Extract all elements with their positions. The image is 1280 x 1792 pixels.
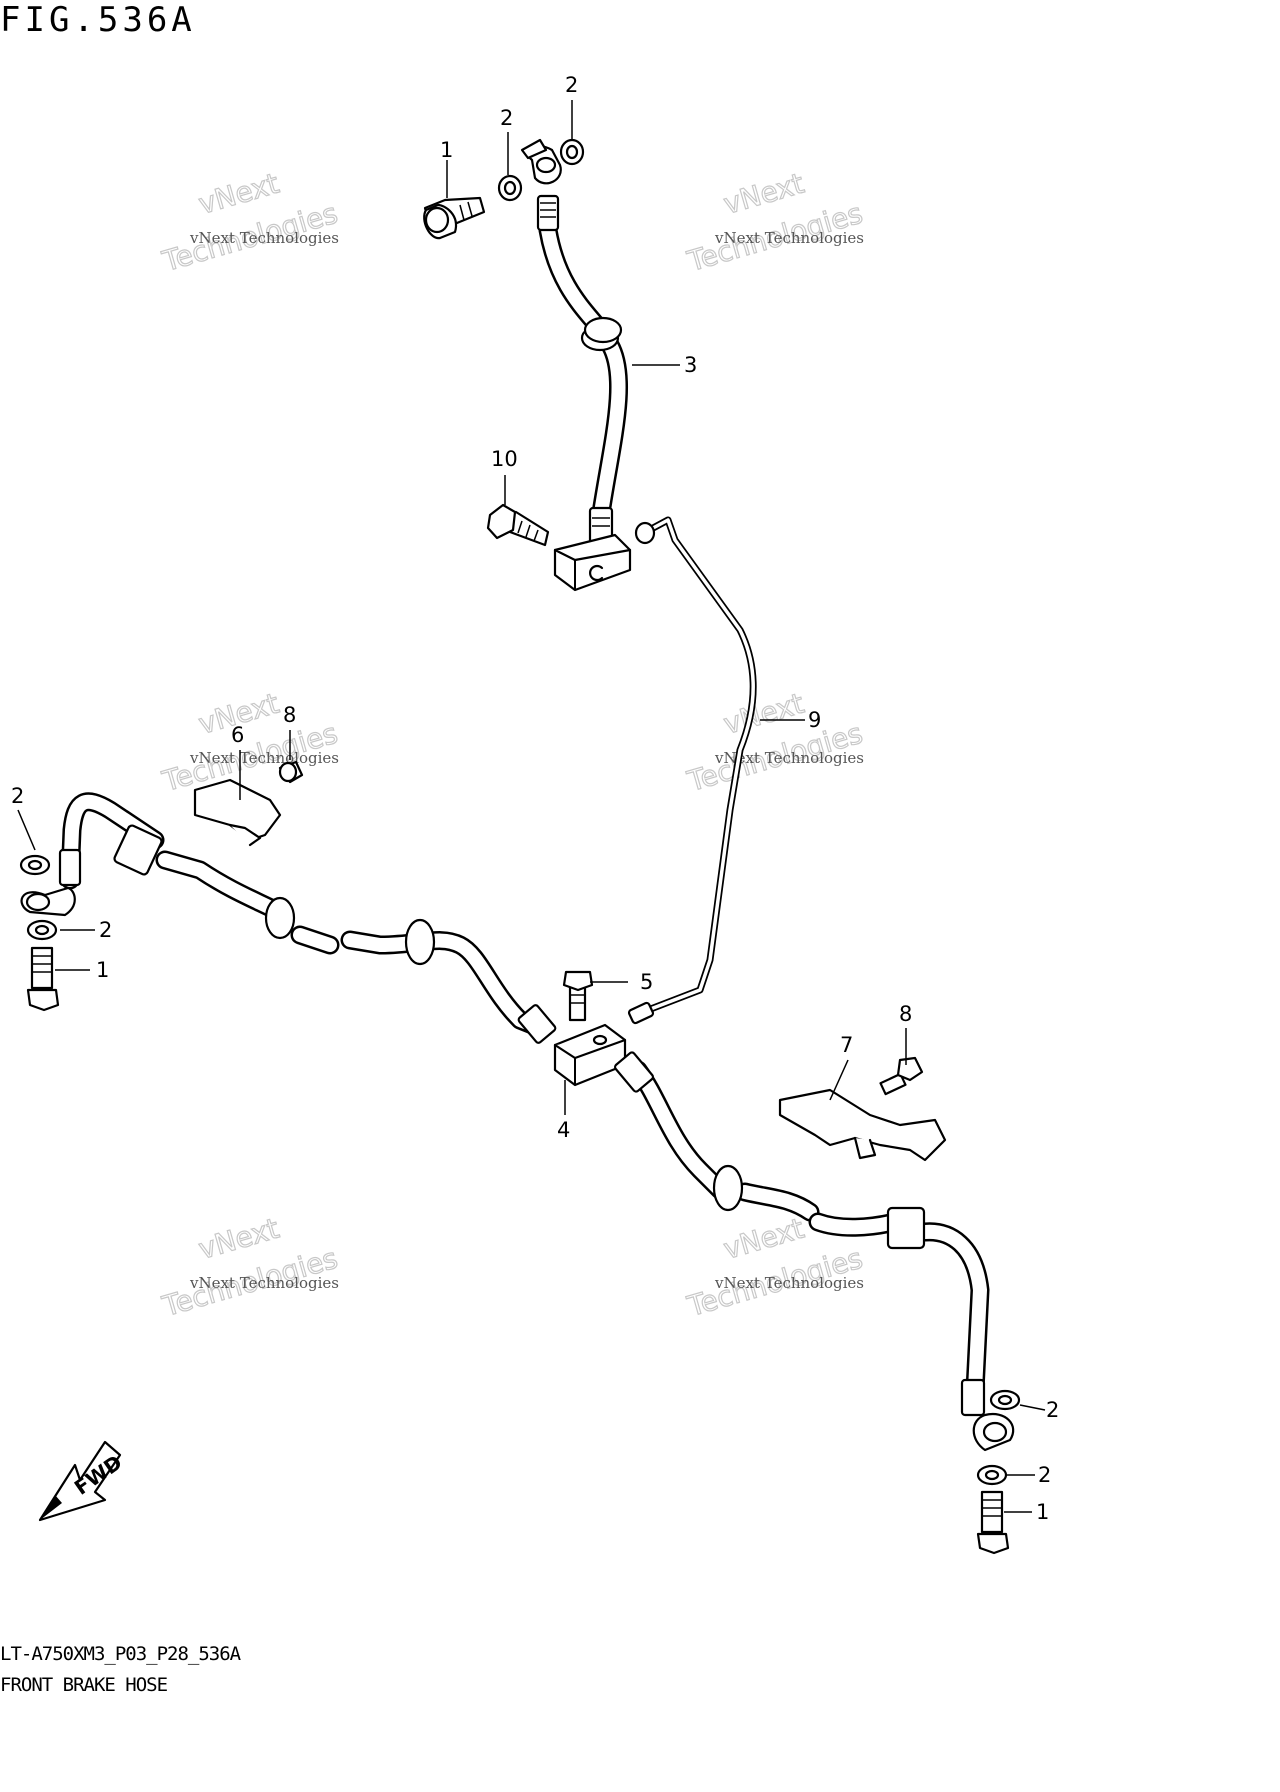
callout-8-right: 8 xyxy=(899,1002,912,1026)
watermark-small: vNext Technologies xyxy=(189,749,339,767)
callout-2-left-a: 2 xyxy=(11,784,24,808)
watermark-small: vNext Technologies xyxy=(189,1274,339,1292)
callout-2-top-b: 2 xyxy=(565,73,578,97)
figure-title: FIG.536A xyxy=(0,0,196,40)
junction-block-4 xyxy=(553,1023,627,1087)
callout-4: 4 xyxy=(557,1118,570,1142)
watermark-small: vNext Technologies xyxy=(714,1274,864,1292)
watermark-5: vNext Technologies vNext Technologies xyxy=(158,1211,342,1324)
bolt-5 xyxy=(562,970,594,1022)
callout-10: 10 xyxy=(491,447,518,471)
right-brake-hose xyxy=(614,1051,1015,1452)
washer-left-2-hole xyxy=(34,924,50,936)
callout-2-right-a: 2 xyxy=(1046,1398,1059,1422)
watermark-small: vNext Technologies xyxy=(714,229,864,247)
bolt-1-top xyxy=(423,196,486,240)
washer-top-1-hole xyxy=(503,180,517,196)
callout-2-top-a: 2 xyxy=(500,106,513,130)
fwd-arrow: FWD xyxy=(38,1440,126,1522)
watermark-big-1: vNext xyxy=(720,167,808,221)
callout-5: 5 xyxy=(640,970,653,994)
watermark-3: vNext Technologies vNext Technologies xyxy=(158,686,342,799)
callout-6: 6 xyxy=(231,723,244,747)
figure-code: LT-A750XM3_P03_P28_536A xyxy=(0,1643,241,1665)
callout-7: 7 xyxy=(840,1033,853,1057)
callout-1-left: 1 xyxy=(96,958,109,982)
watermark-2: vNext Technologies vNext Technologies xyxy=(683,166,867,279)
upper-junction-block xyxy=(553,533,632,592)
washer-right-2-hole xyxy=(984,1469,1000,1481)
callout-3: 3 xyxy=(684,353,697,377)
callout-1-right: 1 xyxy=(1036,1500,1049,1524)
callout-1-top: 1 xyxy=(440,138,453,162)
bolt-1-right xyxy=(976,1490,1010,1555)
watermark-big-1: vNext xyxy=(195,1212,283,1266)
bolt-1-left xyxy=(26,946,60,1012)
callout-8-left: 8 xyxy=(283,703,296,727)
watermark-1: vNext Technologies vNext Technologies xyxy=(158,166,342,279)
bracket-7 xyxy=(778,1088,947,1162)
watermark-big-1: vNext xyxy=(720,1212,808,1266)
callout-9: 9 xyxy=(808,708,821,732)
upper-brake-hose xyxy=(520,138,629,546)
bolt-8-left xyxy=(278,760,304,784)
bolt-8-right xyxy=(879,1056,924,1096)
watermark-small: vNext Technologies xyxy=(189,229,339,247)
watermark-group: vNext Technologies vNext Technologies vN… xyxy=(158,166,867,1324)
callout-2-left-b: 2 xyxy=(99,918,112,942)
watermark-big-1: vNext xyxy=(720,687,808,741)
callout-labels: 1 2 2 3 10 9 8 6 2 2 1 5 4 8 7 2 2 1 xyxy=(11,73,1059,1524)
callout-2-right-b: 2 xyxy=(1038,1463,1051,1487)
brake-pipe-9 xyxy=(627,516,757,1025)
washer-left-1-hole xyxy=(27,859,43,871)
left-brake-hose xyxy=(20,792,557,1044)
watermark-small: vNext Technologies xyxy=(714,749,864,767)
watermark-4: vNext Technologies vNext Technologies xyxy=(683,686,867,799)
watermark-big-1: vNext xyxy=(195,167,283,221)
washer-right-1-hole xyxy=(997,1394,1013,1406)
leader-lines xyxy=(17,100,1046,1513)
bracket-6 xyxy=(193,778,282,847)
figure-name: FRONT BRAKE HOSE xyxy=(0,1674,168,1696)
bolt-10 xyxy=(486,503,550,547)
washer-top-2-hole xyxy=(565,144,579,160)
